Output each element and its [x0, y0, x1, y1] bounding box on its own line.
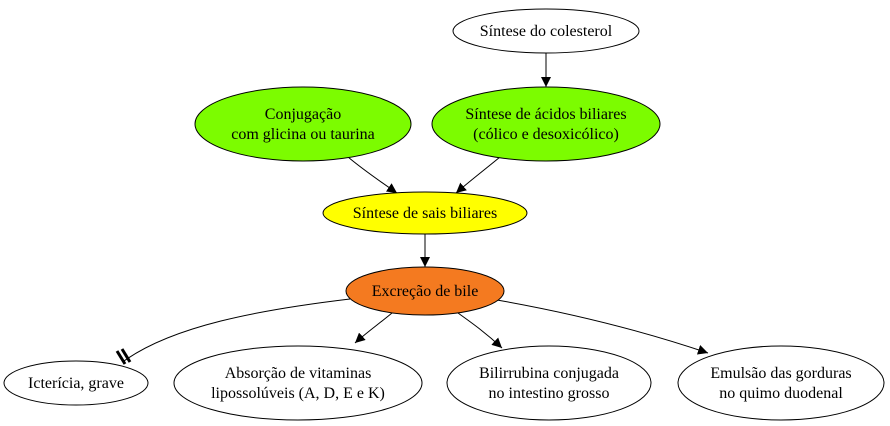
node-gorduras-shape: [677, 345, 885, 421]
node-acidos: Síntese de ácidos biliares (cólico e deso…: [431, 86, 661, 162]
node-colesterol-label-0: Síntese do colesterol: [480, 23, 613, 40]
node-bilirrubina: Bilirrubina conjugada no intestino grosso: [446, 345, 652, 421]
node-vitaminas: Absorção de vitaminas lipossolúveis (A, D…: [173, 345, 423, 421]
node-ictericia: Icterícia, grave: [3, 360, 149, 406]
node-bilirrubina-label-1: no intestino grosso: [489, 385, 610, 402]
edge-bile-vitaminas: [354, 312, 393, 344]
node-acidos-label-0: Síntese de ácidos biliares: [465, 106, 626, 123]
node-conjugacao-label-1: com glicina ou taurina: [231, 126, 375, 143]
edges-layer: [115, 53, 709, 365]
node-bile-shape: [345, 266, 505, 316]
node-vitaminas-label-1: lipossolúveis (A, D, E e K): [211, 385, 385, 402]
node-vitaminas-label-0: Absorção de vitaminas: [225, 365, 372, 382]
node-acidos-label-1: (cólico e desoxicólico): [473, 126, 619, 143]
edge-conjugacao-sais: [347, 156, 398, 194]
edge-acidos-sais: [455, 156, 501, 194]
tee-head-bile-ictericia: [115, 348, 132, 365]
node-conjugacao: Conjugação com glicina ou taurina: [194, 86, 412, 162]
edge-bile-ictericia: [123, 298, 351, 362]
node-colesterol-shape: [452, 8, 640, 54]
node-conjugacao-label-0: Conjugação: [265, 106, 341, 123]
node-ictericia-label-0: Icterícia, grave: [28, 375, 124, 392]
node-gorduras-label-1: no quimo duodenal: [719, 385, 843, 402]
node-bile-label-0: Excreção de bile: [372, 283, 479, 300]
node-bilirrubina-shape: [446, 345, 652, 421]
node-gorduras: Emulsão das gorduras no quimo duodenal: [677, 345, 885, 421]
edge-bile-bilirrubina: [457, 312, 503, 349]
node-vitaminas-shape: [173, 345, 423, 421]
node-acidos-shape: [431, 86, 661, 162]
node-bile: Excreção de bile: [345, 266, 505, 316]
node-sais-label-0: Síntese de sais biliares: [353, 205, 497, 222]
node-colesterol: Síntese do colesterol: [452, 8, 640, 54]
node-conjugacao-shape: [194, 86, 412, 162]
node-sais: Síntese de sais biliares: [322, 191, 528, 235]
node-ictericia-shape: [3, 360, 149, 406]
node-gorduras-label-0: Emulsão das gorduras: [710, 365, 851, 382]
node-sais-shape: [322, 191, 528, 235]
node-bilirrubina-label-0: Bilirrubina conjugada: [479, 365, 619, 382]
edge-bile-gorduras: [496, 299, 709, 355]
